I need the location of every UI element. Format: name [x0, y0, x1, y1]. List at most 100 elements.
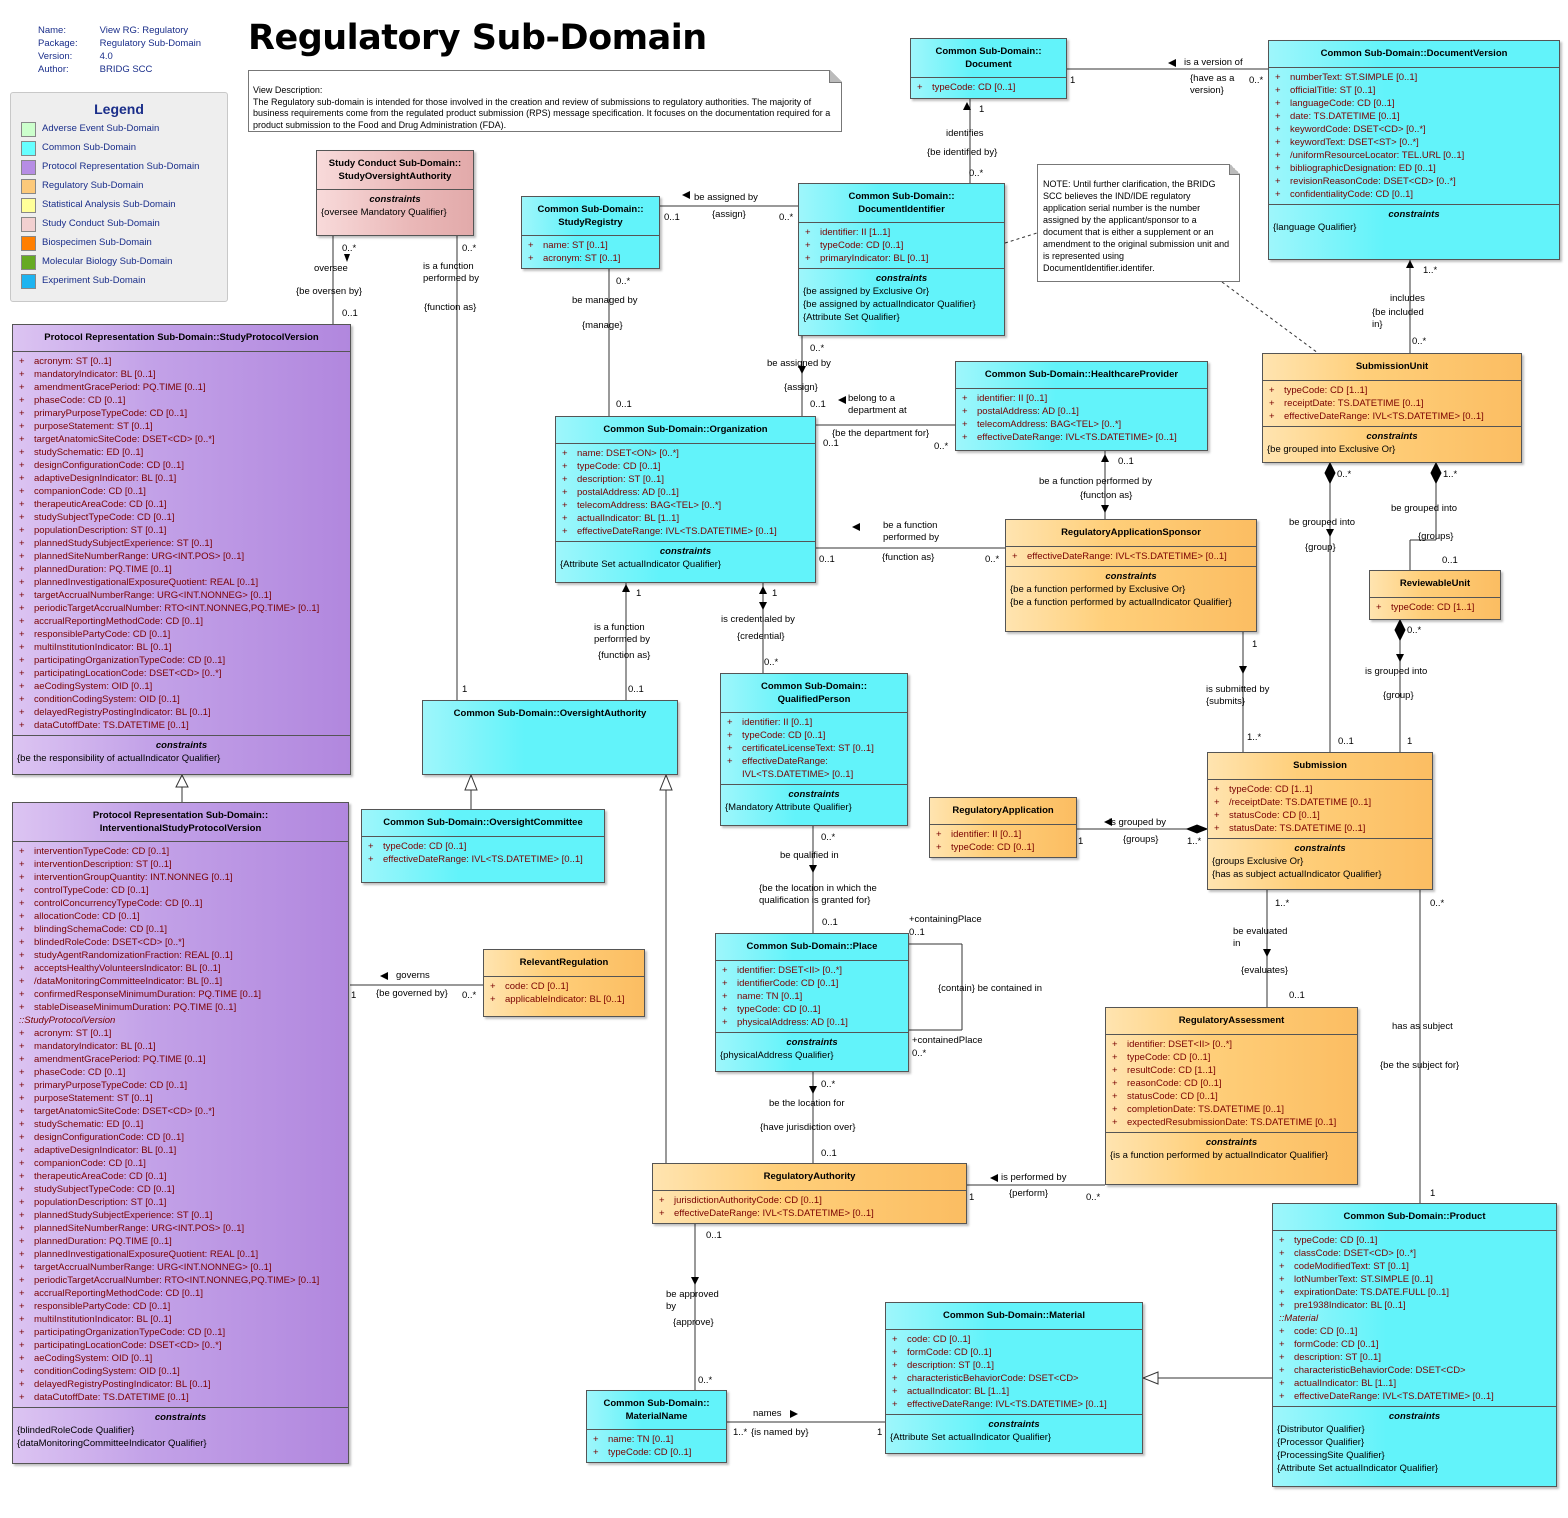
class-document[interactable]: Common Sub-Domain::DocumenttypeCode: CD …	[910, 38, 1067, 99]
attribute: formCode: CD [0..1]	[892, 1346, 1138, 1359]
association-label: 0..*	[810, 343, 825, 354]
attribute: officialTitle: ST [0..1]	[1275, 84, 1555, 97]
legend-swatch	[21, 122, 36, 137]
attribute: description: ST [0..1]	[892, 1359, 1138, 1372]
attribute: name: TN [0..1]	[593, 1433, 722, 1446]
class-study-oversight-authority[interactable]: Study Conduct Sub-Domain::StudyOversight…	[316, 150, 474, 236]
class-name: Common Sub-Domain::Product	[1273, 1204, 1556, 1231]
association-label: 1..*	[1443, 469, 1458, 480]
attribute: /uniformResourceLocator: TEL.URL [0..1]	[1275, 149, 1555, 162]
attribute: designConfigurationCode: CD [0..1]	[19, 459, 346, 472]
attribute: revisionReasonCode: DSET<CD> [0..*]	[1275, 175, 1555, 188]
meta-name-label: Name:	[38, 25, 66, 36]
constraint: {be assigned by actualIndicator Qualifie…	[803, 299, 976, 310]
association-label: 0..1	[823, 438, 839, 449]
attribute: effectiveDateRange:IVL<TS.DATETIME> [0..…	[727, 755, 903, 781]
attribute: blindedRoleCode: DSET<CD> [0..*]	[19, 936, 344, 949]
association-label: 0..*	[912, 1048, 927, 1059]
attribute: typeCode: CD [0..1]	[722, 1003, 904, 1016]
class-study-protocol-version[interactable]: Protocol Representation Sub-Domain::Stud…	[12, 324, 351, 775]
association-label: 1	[351, 990, 357, 1001]
class-regulatory-application-sponsor[interactable]: RegulatoryApplicationSponsoreffectiveDat…	[1005, 519, 1257, 632]
constraint: {Distributor Qualifier}	[1277, 1423, 1365, 1435]
association-label: {evaluates}	[1241, 965, 1289, 976]
association-label: {manage}	[582, 320, 623, 331]
class-oversight-committee[interactable]: Common Sub-Domain::OversightCommitteetyp…	[361, 809, 605, 883]
class-product[interactable]: Common Sub-Domain::ProducttypeCode: CD […	[1272, 1203, 1557, 1487]
legend-swatch	[21, 217, 36, 232]
class-name: Common Sub-Domain::MaterialName	[587, 1391, 726, 1430]
class-constraints: constraints{is a function performed by a…	[1106, 1133, 1357, 1165]
association-label: {be governed by}	[376, 988, 448, 999]
attribute: effectiveDateRange: IVL<TS.DATETIME> [0.…	[1269, 410, 1517, 423]
constraint: {be grouped into Exclusive Or}	[1267, 443, 1396, 455]
association-label: 1	[1078, 836, 1084, 847]
attribute: jurisdictionAuthorityCode: CD [0..1]	[659, 1194, 962, 1207]
class-place[interactable]: Common Sub-Domain::Placeidentifier: DSET…	[715, 933, 909, 1072]
class-attributes: code: CD [0..1]applicableIndicator: BL […	[484, 977, 644, 1009]
attribute: identifier: II [0..1]	[962, 392, 1203, 405]
attribute: effectiveDateRange: IVL<TS.DATETIME> [0.…	[962, 431, 1203, 444]
class-relevant-regulation[interactable]: RelevantRegulationcode: CD [0..1]applica…	[483, 949, 645, 1017]
class-attributes: typeCode: CD [1..1]/receiptDate: TS.DATE…	[1208, 780, 1432, 839]
association-label: 1..*	[1247, 732, 1262, 743]
constraint: {blindedRoleCode Qualifier}	[17, 1425, 135, 1436]
class-attributes: typeCode: CD [0..1]	[911, 78, 1066, 97]
class-constraints: constraints{oversee Mandatory Qualifier}	[317, 190, 473, 222]
association-label: {group}	[1305, 542, 1336, 553]
class-name: Common Sub-Domain::Material	[886, 1303, 1142, 1330]
association-label: is performed by	[1001, 1172, 1067, 1183]
attribute: conditionCodingSystem: OID [0..1]	[19, 693, 346, 706]
class-reviewable-unit[interactable]: ReviewableUnittypeCode: CD [1..1]	[1369, 570, 1501, 620]
attribute: identifierCode: CD [0..1]	[722, 977, 904, 990]
diagram-title: Regulatory Sub-Domain	[248, 18, 707, 58]
class-study-registry[interactable]: Common Sub-Domain::StudyRegistryname: ST…	[521, 196, 660, 269]
constraints-title: constraints	[786, 1036, 838, 1048]
legend-swatch	[21, 255, 36, 270]
class-material-name[interactable]: Common Sub-Domain::MaterialNamename: TN …	[586, 1390, 727, 1463]
attribute: participatingOrganizationTypeCode: CD [0…	[19, 654, 346, 667]
attribute: expirationDate: TS.DATE.FULL [0..1]	[1279, 1286, 1552, 1299]
class-document-version[interactable]: Common Sub-Domain::DocumentVersionnumber…	[1268, 40, 1560, 260]
association-label: 1	[636, 588, 642, 599]
class-regulatory-application[interactable]: RegulatoryApplicationidentifier: II [0..…	[929, 797, 1077, 858]
class-qualified-person[interactable]: Common Sub-Domain::QualifiedPersonidenti…	[720, 673, 908, 826]
attribute: interventionTypeCode: CD [0..1]	[19, 845, 344, 858]
class-attributes: interventionTypeCode: CD [0..1]intervent…	[13, 842, 348, 1408]
inherited-attribute: formCode: CD [0..1]	[1279, 1338, 1552, 1351]
attribute: blindingSchemaCode: CD [0..1]	[19, 923, 344, 936]
attribute: typeCode: CD [0..1]	[727, 729, 903, 742]
class-healthcare-provider[interactable]: Common Sub-Domain::HealthcareProvideride…	[955, 361, 1208, 451]
association-label: 0..1	[342, 308, 358, 319]
class-regulatory-assessment[interactable]: RegulatoryAssessmentidentifier: DSET<II>…	[1105, 1007, 1358, 1185]
class-regulatory-authority[interactable]: RegulatoryAuthorityjurisdictionAuthority…	[652, 1163, 967, 1224]
class-organization[interactable]: Common Sub-Domain::Organizationname: DSE…	[555, 416, 816, 583]
class-oversight-authority[interactable]: Common Sub-Domain::OversightAuthority	[422, 700, 678, 775]
class-material[interactable]: Common Sub-Domain::Materialcode: CD [0..…	[885, 1302, 1143, 1454]
attribute: accrualReportingMethodCode: CD [0..1]	[19, 615, 346, 628]
class-interventional-study-protocol-version[interactable]: Protocol Representation Sub-Domain::Inte…	[12, 802, 349, 1464]
class-submission[interactable]: SubmissiontypeCode: CD [1..1]/receiptDat…	[1207, 752, 1433, 890]
association-label: {groups}	[1418, 531, 1454, 542]
attribute: plannedInvestigationalExposureQuotient: …	[19, 576, 346, 589]
attribute: responsiblePartyCode: CD [0..1]	[19, 628, 346, 641]
class-attributes: identifier: II [1..1]typeCode: CD [0..1]…	[799, 223, 1004, 269]
constraints-title: constraints	[1366, 430, 1418, 442]
constraint: {ProcessingSite Qualifier}	[1277, 1449, 1385, 1461]
class-constraints: constraints{Attribute Set actualIndicato…	[556, 542, 815, 574]
meta-package-value: Regulatory Sub-Domain	[99, 38, 202, 49]
attribute: reasonCode: CD [0..1]	[1112, 1077, 1353, 1090]
class-constraints: constraints{be grouped into Exclusive Or…	[1263, 427, 1521, 459]
association-label: 1	[462, 684, 468, 695]
class-submission-unit[interactable]: SubmissionUnittypeCode: CD [1..1]receipt…	[1262, 353, 1522, 463]
inherited-attribute: designConfigurationCode: CD [0..1]	[19, 1131, 344, 1144]
class-name: Common Sub-Domain::Document	[911, 39, 1066, 78]
attribute: statusDate: TS.DATETIME [0..1]	[1214, 822, 1428, 835]
class-document-identifier[interactable]: Common Sub-Domain::DocumentIdentifieride…	[798, 183, 1005, 336]
legend-label: Molecular Biology Sub-Domain	[42, 256, 173, 267]
attribute: characteristicBehaviorCode: DSET<CD>	[892, 1372, 1138, 1385]
constraints-title: constraints	[1388, 1410, 1441, 1422]
